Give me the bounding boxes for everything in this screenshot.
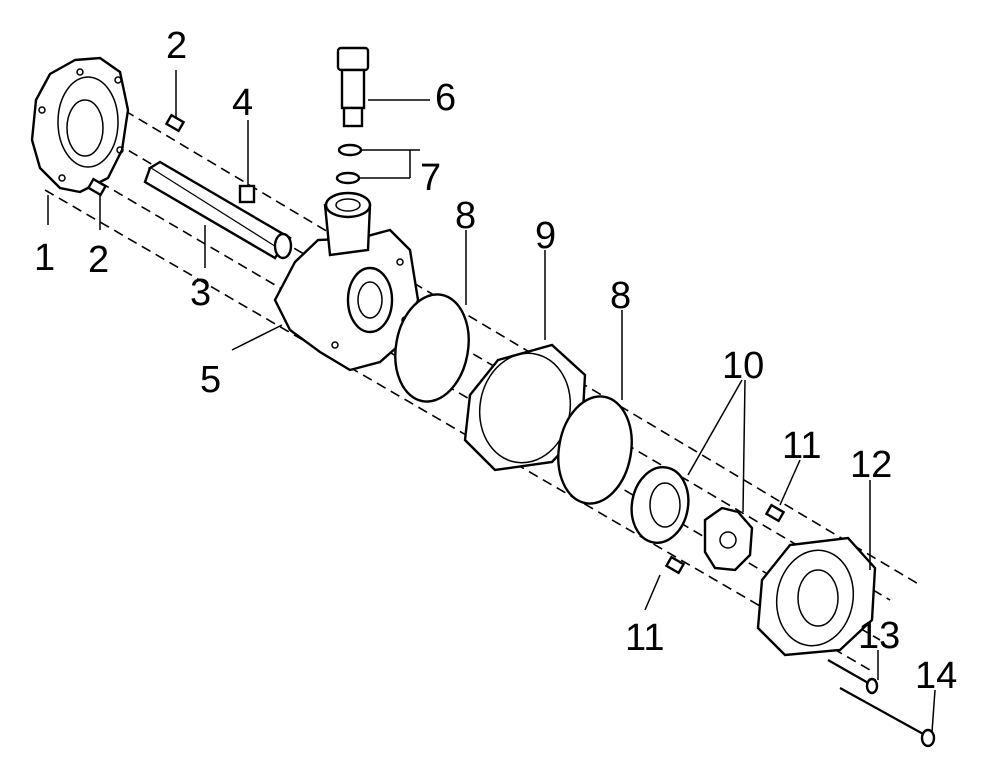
part-1-end-plate — [30, 56, 130, 225]
label-1: 1 — [34, 237, 55, 279]
part-6-relief-valve — [336, 46, 430, 128]
part-8-gasket-b — [557, 310, 633, 505]
label-7: 7 — [420, 157, 441, 199]
part-13-bolt — [827, 650, 879, 695]
part-12-rear-cover — [756, 480, 877, 657]
label-11-bottom: 11 — [625, 617, 664, 659]
label-8-right: 8 — [610, 275, 631, 317]
label-13: 13 — [858, 615, 900, 657]
label-12: 12 — [850, 444, 892, 486]
part-14-long-bolt — [839, 687, 936, 748]
label-10: 10 — [722, 345, 764, 387]
label-6: 6 — [435, 77, 456, 119]
part-3-shaft — [143, 160, 293, 268]
label-5: 5 — [200, 359, 221, 401]
label-4: 4 — [232, 82, 253, 124]
label-2-top: 2 — [166, 25, 187, 67]
part-9-spacer-ring — [463, 250, 587, 472]
part-7-o-rings — [335, 143, 420, 185]
part-8-gasket-a — [394, 230, 470, 403]
label-3: 3 — [190, 272, 211, 314]
part-11-pins — [644, 459, 801, 611]
label-8-left: 8 — [455, 195, 476, 237]
part-4-key — [238, 120, 256, 204]
label-14: 14 — [915, 655, 957, 697]
part-2-dowel-pins — [86, 70, 186, 230]
label-2-bottom: 2 — [88, 239, 109, 281]
part-10-rotor-set — [630, 379, 754, 572]
part-5-pump-housing — [231, 191, 420, 372]
label-11-top: 11 — [782, 425, 821, 467]
label-9: 9 — [535, 215, 556, 257]
